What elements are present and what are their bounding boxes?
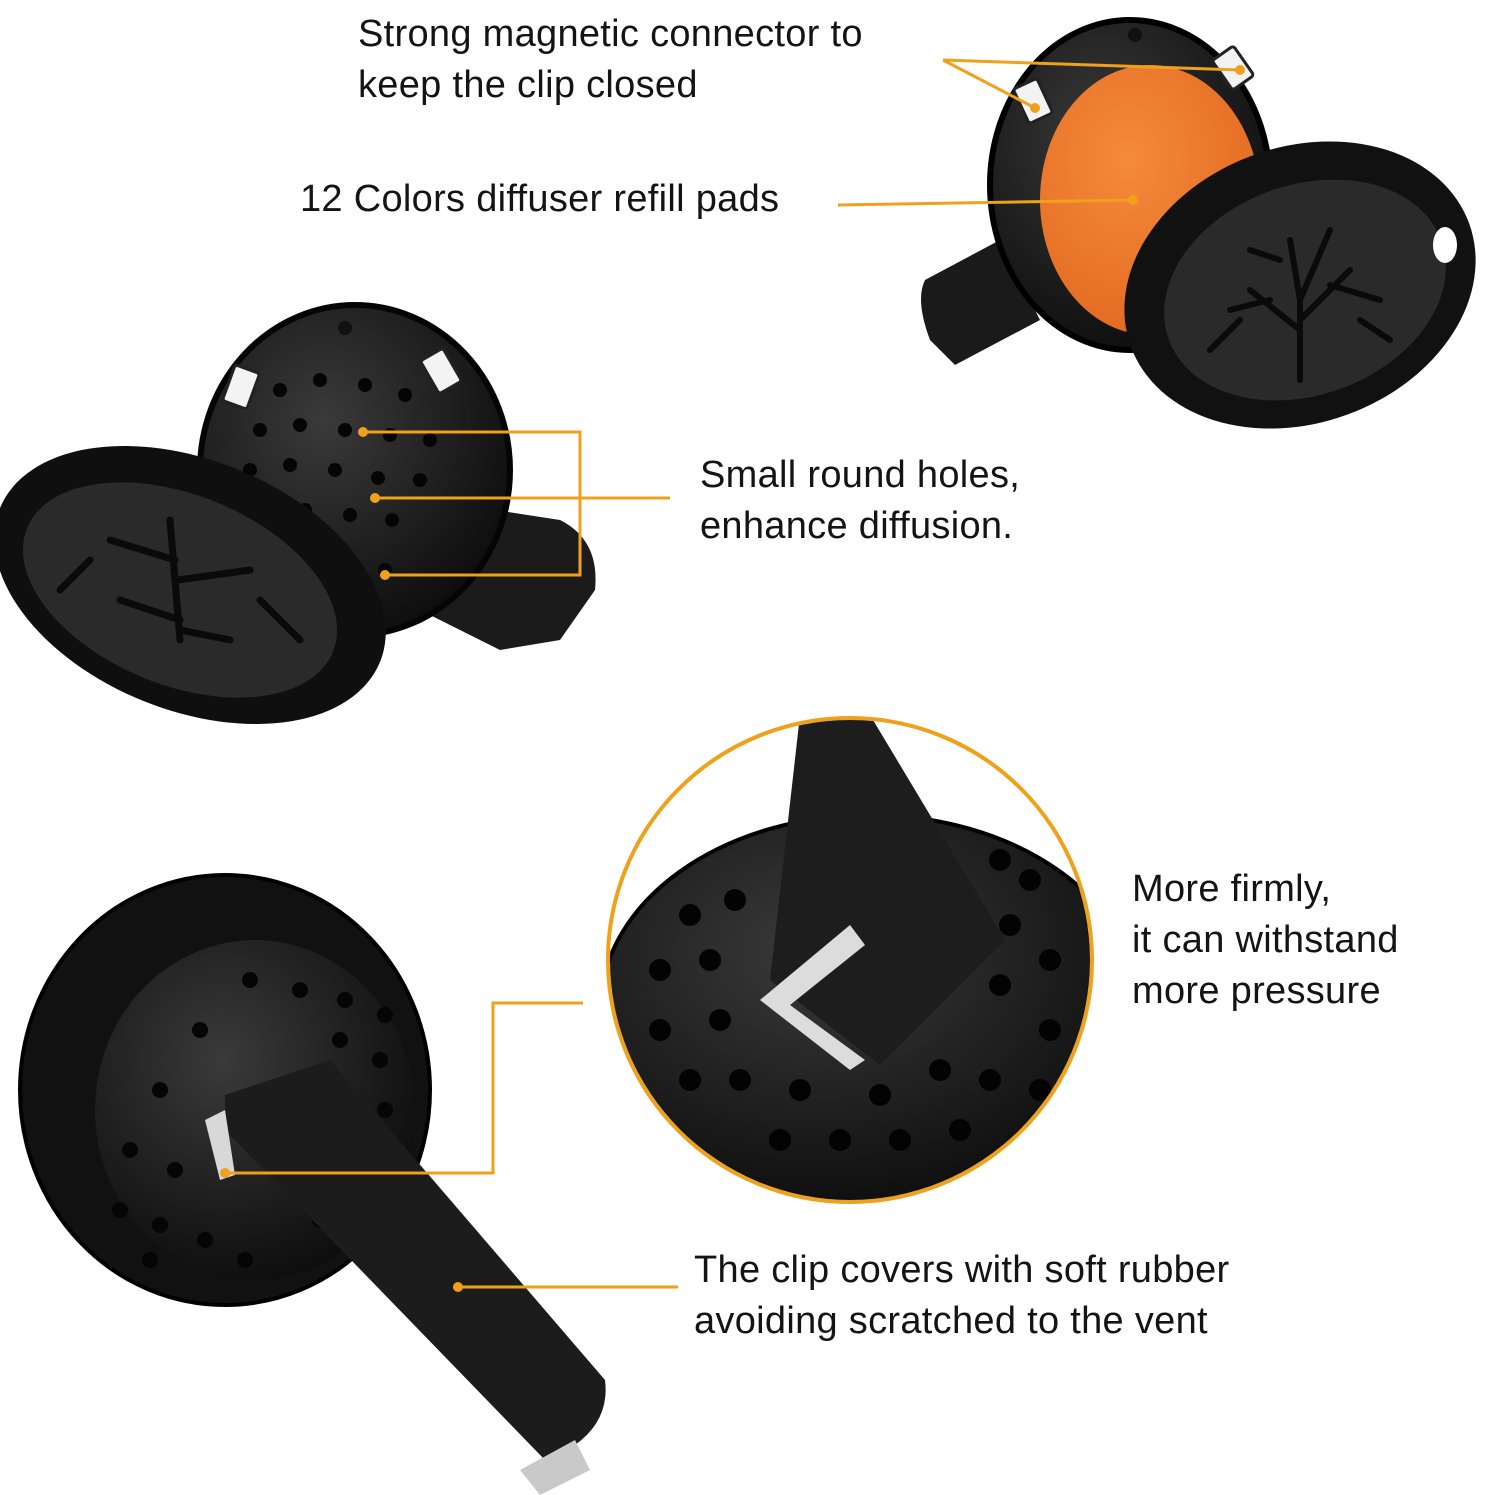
leader-pad — [837, 198, 1134, 207]
clip-spring-bottom — [205, 1110, 235, 1180]
top-pin — [1128, 28, 1142, 42]
magnet-right — [1211, 45, 1255, 91]
magnet-left — [1012, 77, 1054, 125]
cover-slot-hole — [1433, 227, 1457, 263]
tree-cutout-middle — [56, 516, 304, 644]
leader-holes — [363, 430, 670, 577]
diffusion-holes-bottom — [112, 972, 393, 1268]
zoom-holes — [649, 849, 1061, 1151]
tree-cutout-pattern — [1207, 227, 1393, 383]
closed-diffuser-with-clip — [18, 873, 606, 1495]
zoom-clip-spring — [760, 925, 865, 1070]
open-diffuser-with-pad — [921, 17, 1476, 429]
open-diffuser-holes-view — [0, 302, 596, 725]
zoom-detail-circle — [606, 716, 1094, 1204]
label-refill-pads: 12 Colors diffuser refill pads — [300, 178, 780, 220]
front-cover-middle-face — [22, 482, 338, 698]
rubber-clip-arm — [225, 1060, 606, 1460]
label-rubber-clip: The clip covers with soft rubber avoidin… — [694, 1249, 1230, 1342]
label-round-holes: Small round holes, enhance diffusion. — [700, 454, 1021, 547]
magnet-middle-right — [419, 347, 463, 395]
label-firm-clip: More firmly, it can withstand more press… — [1132, 868, 1399, 1012]
leader-zoom — [225, 1001, 583, 1175]
leader-lines — [225, 58, 1241, 1289]
clip-tip-metal — [520, 1440, 590, 1495]
magnet-middle-left — [221, 364, 261, 410]
leader-magnet — [942, 58, 1241, 110]
top-pin-middle — [338, 321, 352, 335]
zoom-clip-arm — [770, 720, 1005, 1065]
label-magnetic-connector: Strong magnetic connector to keep the cl… — [358, 13, 863, 106]
leader-dots — [220, 65, 1245, 1292]
